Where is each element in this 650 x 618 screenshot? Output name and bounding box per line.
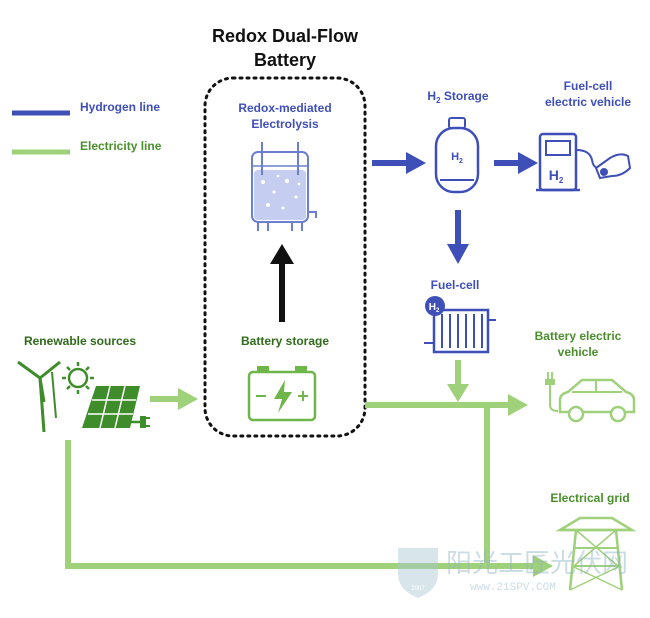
electrical-grid-label: Electrical grid: [550, 491, 629, 505]
electrolysis-label-1: Redox-mediated: [238, 101, 331, 115]
electrolysis-label-2: Electrolysis: [251, 117, 319, 131]
watermark-shield-icon: [398, 548, 438, 598]
fuel-cell-icon: H2: [424, 296, 496, 354]
fuel-cell-vehicle-label-2: electric vehicle: [545, 95, 631, 109]
fuel-cell-vehicle-label-1: Fuel-cell: [564, 79, 613, 93]
h2-storage-label: H2 Storage: [427, 89, 488, 105]
power-grid-icon: [555, 516, 637, 591]
storage-to-fuelcell-arrowhead: [447, 244, 469, 264]
electrolysis-tank-icon: [251, 142, 317, 231]
renewable-to-battery-arrowhead: [178, 388, 198, 410]
battery-vehicle-label-2: vehicle: [558, 345, 599, 359]
watermark-url: www.21SPV.COM: [470, 582, 556, 594]
title-line-1: Redox Dual-Flow: [212, 26, 359, 46]
watermark: 2007 阳光工匠光伏网 www.21SPV.COM: [398, 548, 628, 598]
redox-battery-boundary: [203, 76, 367, 438]
wind-sun-solar-icon: [17, 360, 150, 433]
to-grid-arrowhead: [533, 555, 553, 577]
to-car-arrowhead: [508, 394, 528, 416]
storage-to-vehicle-arrowhead: [518, 152, 538, 174]
battery-storage-label: Battery storage: [241, 334, 329, 348]
legend: Hydrogen line Electricity line: [12, 100, 162, 155]
cylinder-h2-label: H2: [451, 151, 463, 165]
battery-to-electrolysis-arrowhead: [270, 244, 294, 264]
electricity-line-label: Electricity line: [80, 139, 162, 153]
watermark-text: 阳光工匠光伏网: [446, 549, 628, 579]
battery-vehicle-label-1: Battery electric: [535, 329, 622, 343]
hydrogen-line-label: Hydrogen line: [80, 100, 160, 114]
electric-car-icon: [545, 372, 636, 423]
electricity-network: [65, 360, 553, 577]
hydrogen-pump-car-icon: H2: [536, 132, 632, 192]
battery-icon: [247, 366, 317, 422]
gas-cylinder-icon: H2: [434, 117, 480, 194]
electrolysis-to-storage-arrowhead: [406, 152, 426, 174]
pump-h2-label: H2: [549, 167, 564, 185]
fuelcell-down-arrowhead: [447, 384, 469, 402]
watermark-year: 2007: [411, 586, 425, 592]
fuel-cell-label: Fuel-cell: [431, 278, 480, 292]
title-line-2: Battery: [254, 50, 316, 70]
renewable-sources-label: Renewable sources: [24, 334, 136, 348]
fuel-cell-h2-label: H2: [429, 302, 440, 314]
